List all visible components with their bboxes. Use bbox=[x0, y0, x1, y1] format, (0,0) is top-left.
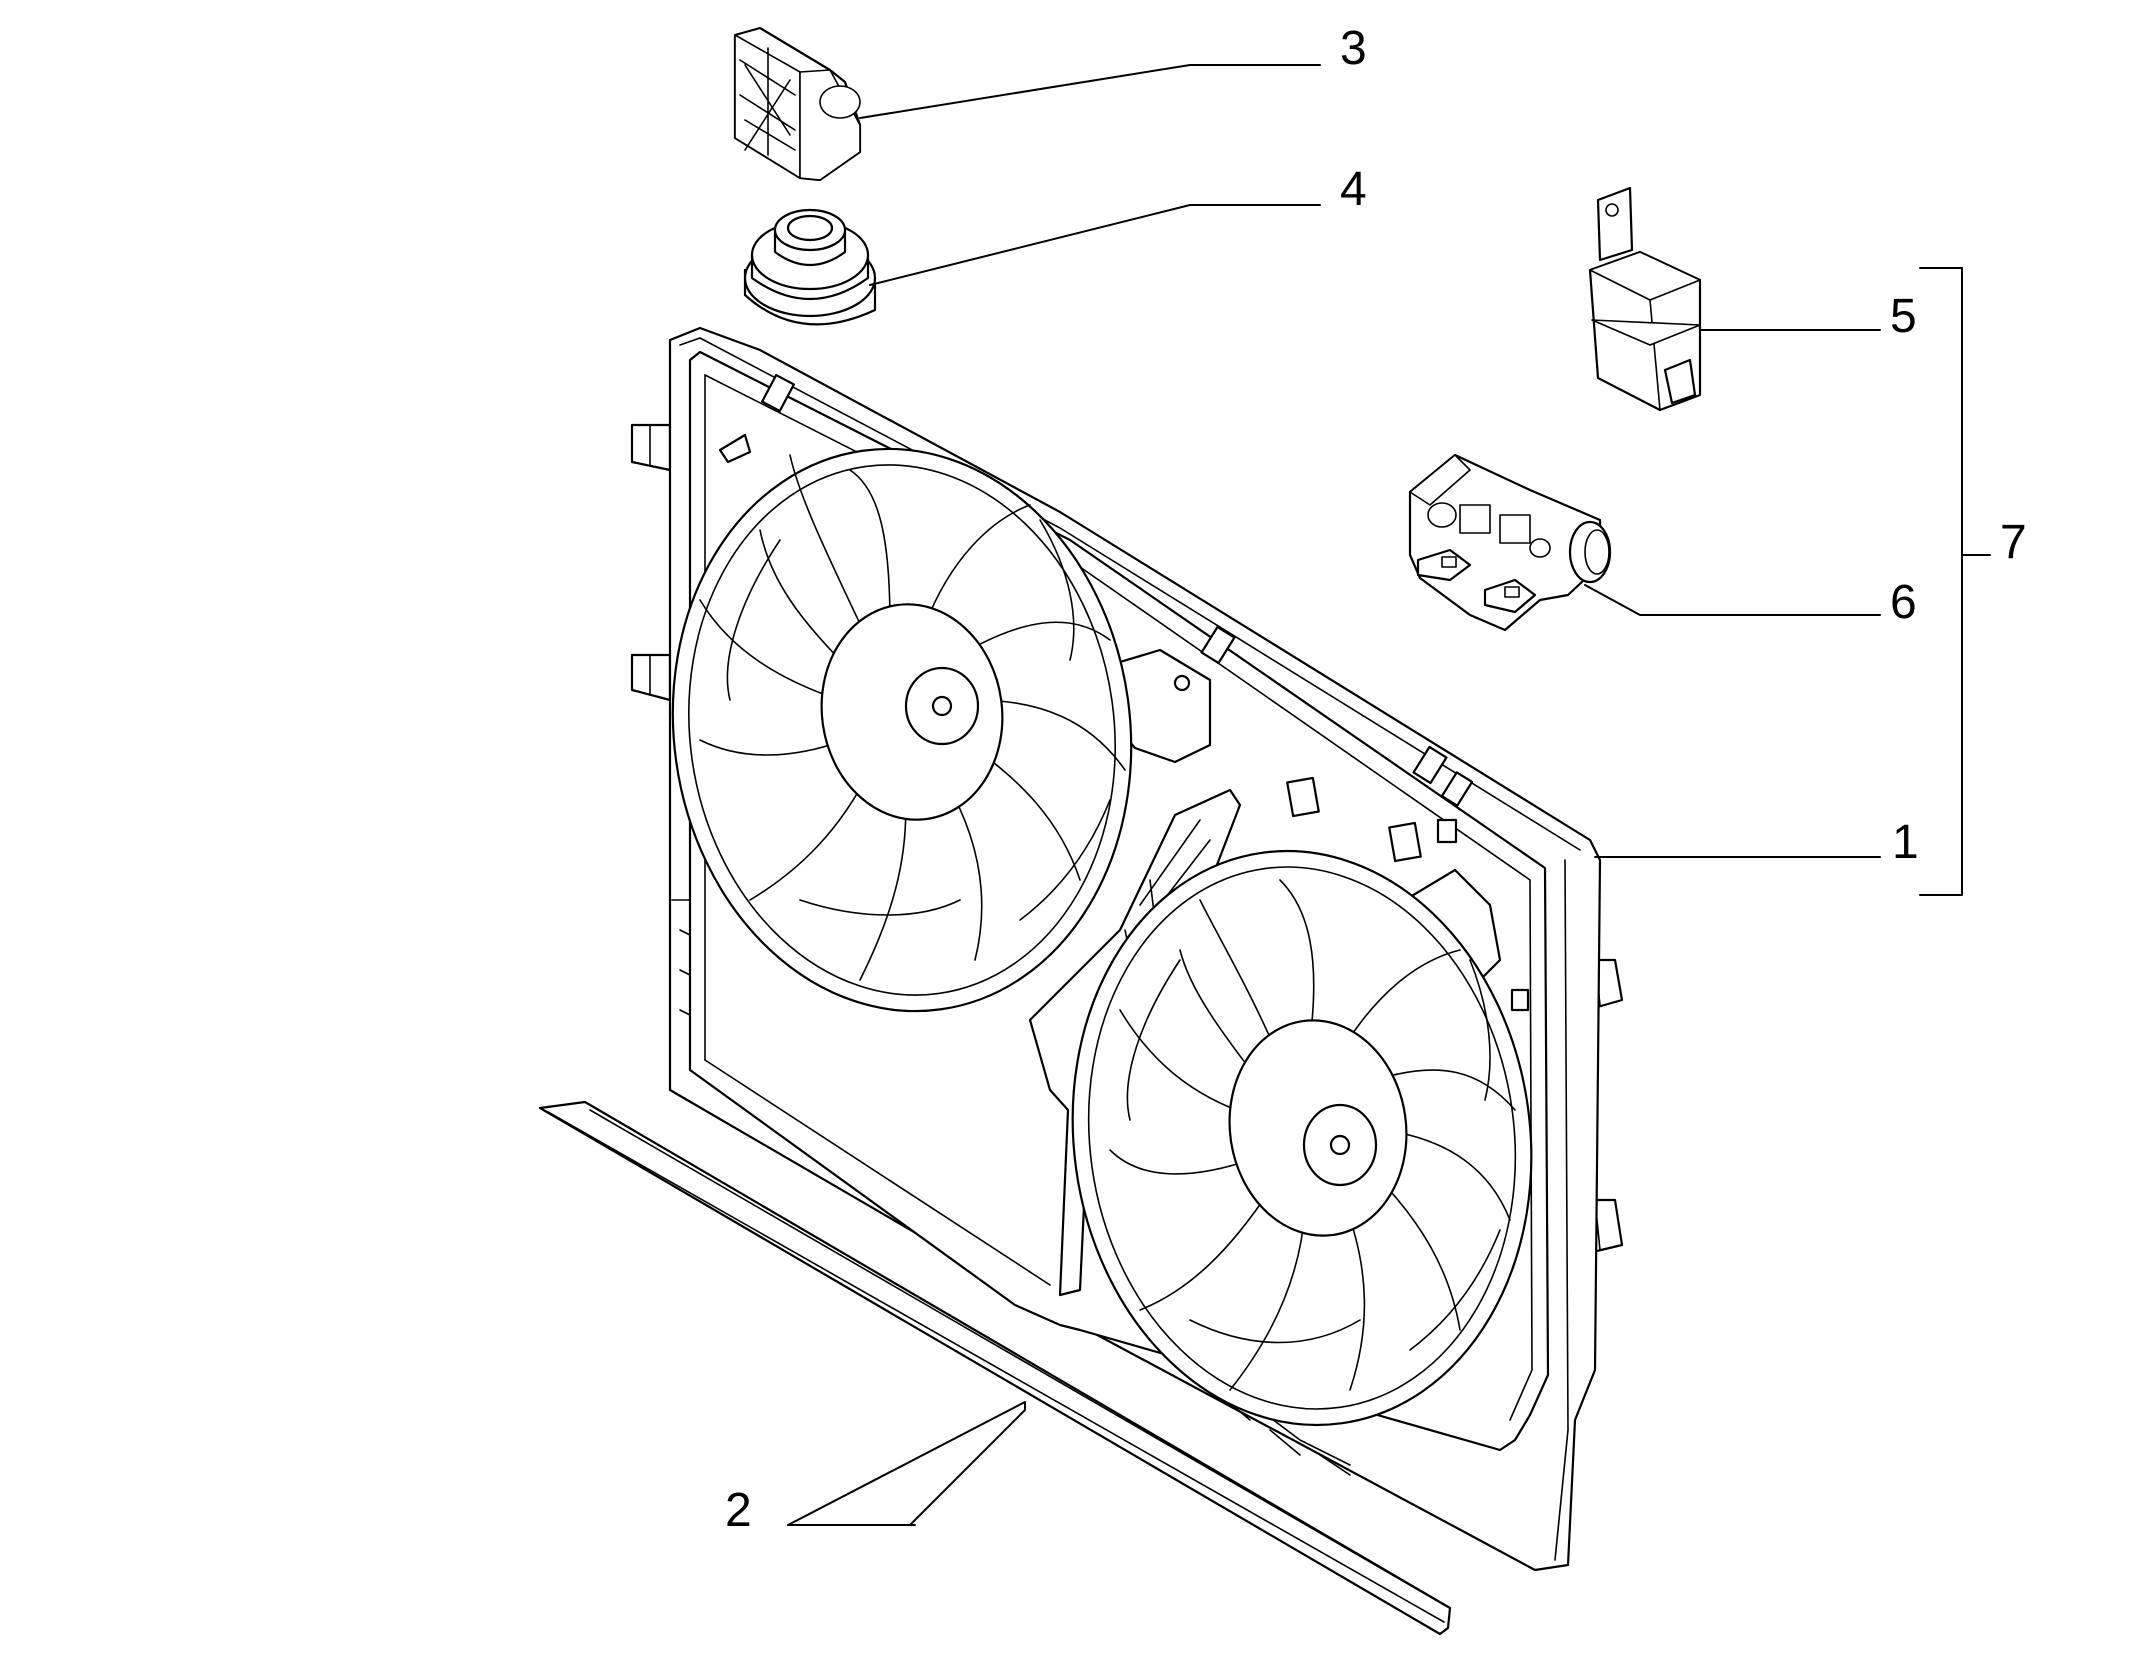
small-tab-2 bbox=[1388, 821, 1422, 863]
left-mount-tab-upper bbox=[630, 423, 672, 472]
fan-upper-left bbox=[671, 447, 1133, 1013]
callout-2: 2 bbox=[725, 1484, 752, 1537]
leader-4 bbox=[869, 204, 1321, 286]
callout-3: 3 bbox=[1340, 22, 1367, 75]
top-notch-4 bbox=[1412, 745, 1448, 785]
part-4-grommet bbox=[743, 208, 877, 326]
part-3-bracket bbox=[733, 26, 862, 182]
fan2-axle bbox=[1329, 1134, 1351, 1156]
part-6-resistor-module bbox=[1408, 453, 1612, 632]
upper-bracket-hole bbox=[1173, 674, 1191, 692]
leader-3 bbox=[859, 64, 1321, 119]
group-bracket-7 bbox=[1919, 267, 1963, 896]
callout-4: 4 bbox=[1340, 163, 1367, 216]
callout-1: 1 bbox=[1892, 816, 1919, 869]
fan-lower-right bbox=[1071, 849, 1533, 1427]
fan1-axle bbox=[931, 695, 953, 717]
callout-7: 7 bbox=[2000, 516, 2027, 569]
left-mount-tab-lower bbox=[630, 653, 672, 702]
small-tab-1 bbox=[1286, 776, 1320, 818]
part-5-relay bbox=[1588, 186, 1702, 412]
leader-6 bbox=[1584, 584, 1881, 616]
callout-5: 5 bbox=[1890, 290, 1917, 343]
small-tab-4 bbox=[1510, 988, 1530, 1012]
part-2-seal-strip bbox=[538, 1100, 1452, 1636]
leader-2 bbox=[787, 1401, 1026, 1526]
top-notch-3 bbox=[1200, 625, 1236, 665]
top-notch-5 bbox=[1440, 771, 1474, 807]
small-tab-3 bbox=[1436, 818, 1458, 844]
leader-lines bbox=[787, 64, 1991, 1526]
top-notch-1 bbox=[761, 373, 795, 413]
callout-6: 6 bbox=[1890, 576, 1917, 629]
callout-labels: 3 4 5 6 7 1 2 bbox=[725, 22, 2027, 1537]
